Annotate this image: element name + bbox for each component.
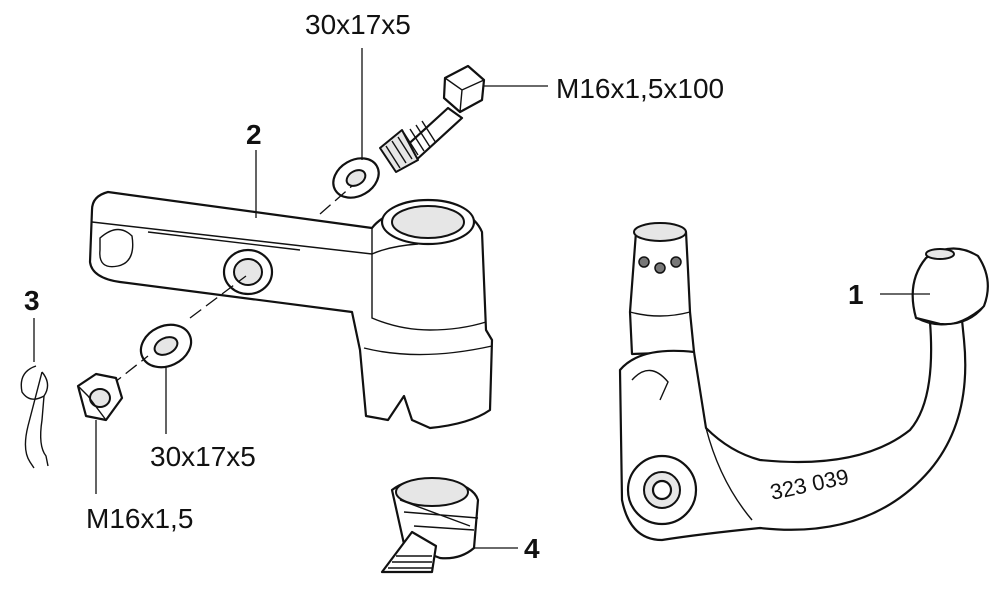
bolt-label: M16x1,5x100 [556,73,724,104]
top-washer [332,157,380,199]
bottom-washer-label: 30x17x5 [150,441,256,472]
axis-line-top [319,185,353,215]
part-4-number: 4 [524,533,540,564]
spring-clip [20,365,49,469]
socket-insert [380,477,480,574]
bolt [379,64,486,173]
tow-ball-arm [618,222,989,542]
hex-nut [76,372,124,422]
part-2-number: 2 [246,119,262,150]
part-3-number: 3 [24,285,40,316]
part-1-number: 1 [848,279,864,310]
nut-label: M16x1,5 [86,503,193,534]
bottom-washer [139,323,193,369]
top-washer-label: 30x17x5 [305,9,411,40]
mounting-bracket [88,190,494,430]
axis-line-middle [189,275,247,319]
